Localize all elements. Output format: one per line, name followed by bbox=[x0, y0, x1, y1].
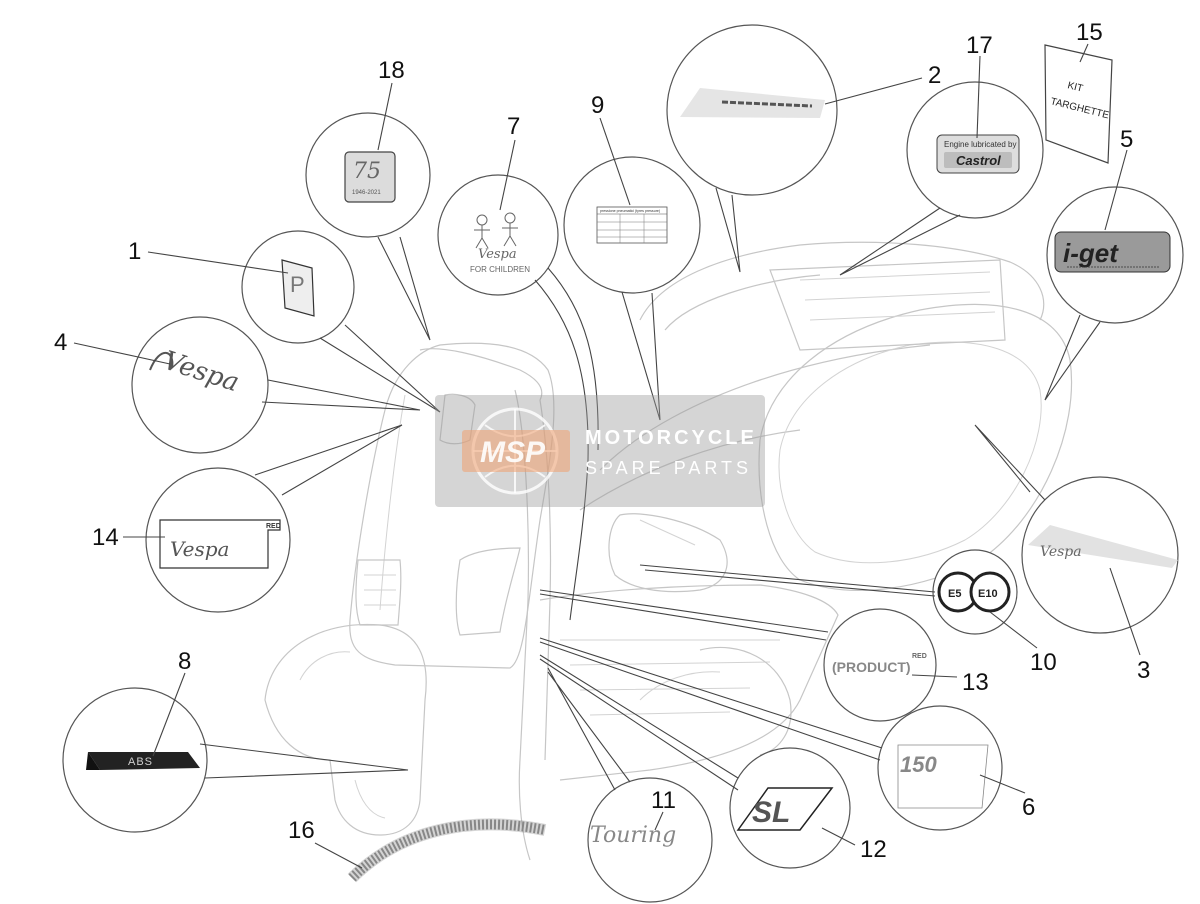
sl-text: SL bbox=[752, 796, 790, 829]
callout-2: 2 bbox=[928, 62, 941, 89]
product-text: (PRODUCT) bbox=[832, 659, 911, 675]
red-text-14: RED bbox=[266, 523, 281, 530]
callout-4: 4 bbox=[54, 329, 67, 356]
watermark: MSP MOTORCYCLE SPARE PARTS bbox=[435, 395, 765, 507]
decal-castrol: Engine lubricated by Castrol bbox=[936, 134, 1020, 174]
decal-abs: ABS bbox=[86, 752, 200, 770]
circle-4 bbox=[131, 316, 269, 454]
circle-7 bbox=[437, 174, 559, 296]
castrol-brand-text: Castrol bbox=[956, 153, 1001, 168]
num150-text: 150 bbox=[900, 752, 937, 777]
e5-text: E5 bbox=[948, 588, 961, 600]
callout-14: 14 bbox=[92, 524, 119, 551]
decal-for-children: Vespa FOR CHILDREN bbox=[470, 212, 530, 274]
iget-text: i-get bbox=[1063, 238, 1119, 268]
watermark-line2: SPARE PARTS bbox=[585, 458, 752, 478]
for-children-text: FOR CHILDREN bbox=[470, 265, 530, 274]
castrol-top-text: Engine lubricated by bbox=[944, 140, 1017, 149]
callout-11: 11 bbox=[651, 787, 676, 814]
decal-piaggio-badge: P bbox=[281, 259, 315, 317]
callout-1: 1 bbox=[128, 238, 141, 265]
vespa-text-3: Vespa bbox=[1040, 544, 1082, 560]
circle-13 bbox=[823, 608, 937, 722]
decal-e5-e10: E5 E10 bbox=[937, 571, 1011, 613]
callout-9: 9 bbox=[591, 92, 604, 119]
callout-17: 17 bbox=[966, 32, 993, 59]
svg-text:75: 75 bbox=[353, 159, 381, 184]
decal-150: 150 bbox=[897, 744, 989, 809]
decal-vespa-side: Vespa bbox=[1028, 525, 1178, 568]
product-red-small: RED bbox=[912, 653, 927, 660]
decal-product-red: (PRODUCT) RED bbox=[832, 653, 927, 675]
vespa-text-14: Vespa bbox=[170, 537, 229, 561]
svg-text:1946-2021: 1946-2021 bbox=[352, 190, 381, 196]
callout-12: 12 bbox=[860, 836, 887, 863]
decal-checkered-arc bbox=[347, 818, 547, 883]
watermark-line1: MOTORCYCLE bbox=[585, 427, 757, 449]
svg-text:P: P bbox=[290, 272, 305, 297]
circle-11 bbox=[587, 777, 713, 903]
touring-text: Touring bbox=[590, 823, 676, 848]
decal-vespa-red: Vespa RED bbox=[159, 519, 281, 569]
callout-5: 5 bbox=[1120, 126, 1133, 153]
decal-iget: i-get bbox=[1054, 231, 1171, 273]
callout-18: 18 bbox=[378, 57, 405, 84]
callout-15: 15 bbox=[1076, 19, 1103, 46]
decal-touring: Touring bbox=[590, 823, 676, 848]
callout-3: 3 bbox=[1137, 657, 1150, 684]
decal-primavera bbox=[680, 88, 825, 118]
callout-6: 6 bbox=[1022, 794, 1035, 821]
abs-text: ABS bbox=[128, 756, 153, 768]
decal-sl: SL bbox=[736, 787, 834, 831]
kit-text-1: KIT bbox=[1066, 80, 1084, 94]
decal-kit-targhette: KIT TARGHETTE bbox=[1044, 44, 1113, 164]
vespa-text-7: Vespa bbox=[478, 247, 517, 262]
callout-16: 16 bbox=[288, 817, 315, 844]
e10-text: E10 bbox=[978, 588, 998, 600]
callout-7: 7 bbox=[507, 113, 520, 140]
decal-tyre-pressure: pressione pneumatici (tyres pressure) bbox=[596, 206, 668, 244]
watermark-logo-text: MSP bbox=[480, 436, 546, 469]
callout-13: 13 bbox=[962, 669, 989, 696]
leader-lines bbox=[199, 187, 1101, 791]
callout-8: 8 bbox=[178, 648, 191, 675]
decal-75-badge: 75 1946-2021 bbox=[344, 151, 396, 203]
tyre-pressure-title: pressione pneumatici (tyres pressure) bbox=[600, 209, 660, 213]
callout-numbers: 1 2 3 4 5 6 7 8 9 10 11 12 13 bbox=[54, 19, 1150, 869]
callout-10: 10 bbox=[1030, 649, 1057, 676]
